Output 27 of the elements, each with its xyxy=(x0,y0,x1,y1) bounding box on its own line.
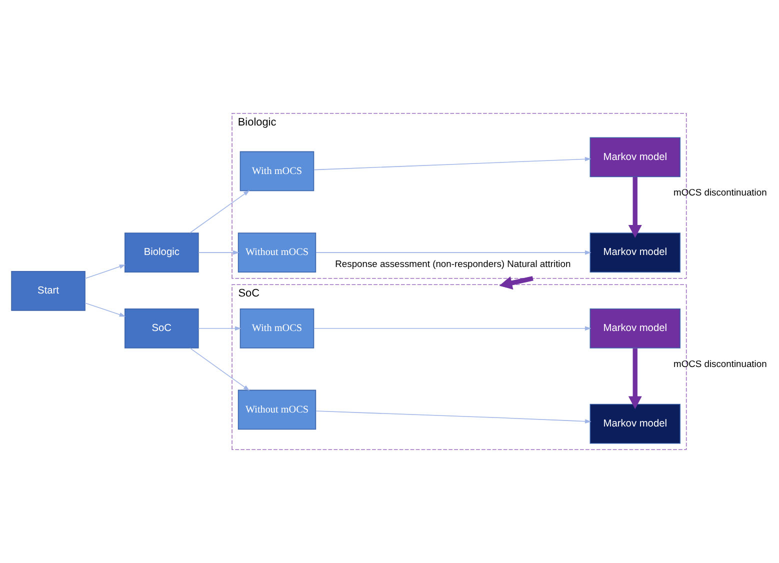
arrow xyxy=(628,176,642,238)
node-box: Markov model xyxy=(590,308,680,348)
arrow xyxy=(84,264,126,279)
node-box: SoC xyxy=(124,308,199,348)
edge-label: mOCS discontinuation xyxy=(674,188,767,198)
arrow xyxy=(316,250,592,255)
node-box: Markov model xyxy=(590,404,680,444)
node-box: With mOCS xyxy=(240,151,314,192)
arrow xyxy=(316,410,592,424)
edge-label: mOCS discontinuation xyxy=(674,358,767,369)
arrow xyxy=(84,302,126,317)
arrow xyxy=(314,326,592,331)
arrow xyxy=(198,326,242,331)
node-box: Markov model xyxy=(590,137,680,178)
node-box: Without mOCS xyxy=(238,232,316,272)
arrow xyxy=(314,156,592,170)
arrow xyxy=(628,348,642,410)
node-box: Biologic xyxy=(124,232,199,272)
arrow xyxy=(198,250,240,255)
node-box: Start xyxy=(11,270,86,311)
edge-label: Response assessment (non-responders) Natural attrition xyxy=(335,259,571,270)
node-box: Markov model xyxy=(590,232,680,272)
node-box: With mOCS xyxy=(240,308,314,348)
arrow xyxy=(499,276,534,290)
node-box: Without mOCS xyxy=(238,390,316,430)
arrow xyxy=(190,348,250,391)
arrow xyxy=(190,190,250,234)
